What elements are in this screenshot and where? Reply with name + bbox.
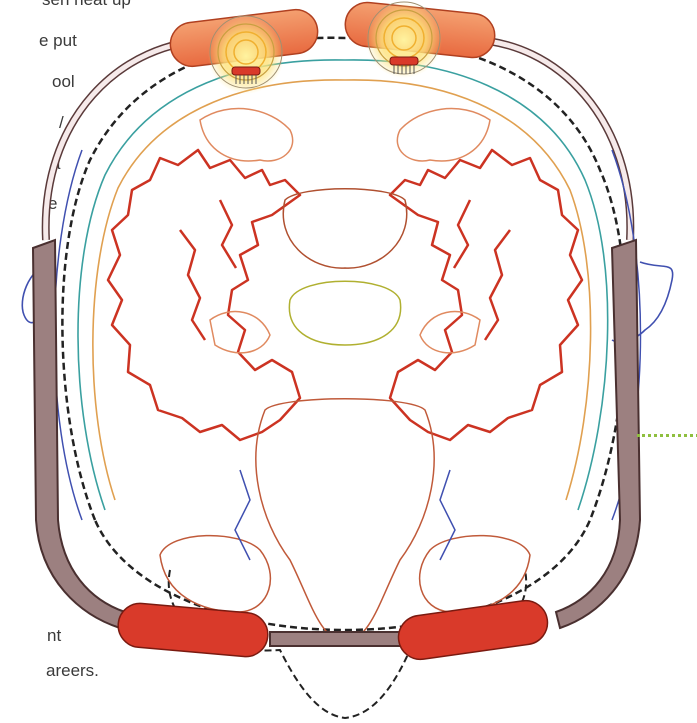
ultrasound-transducer-right-icon [366,2,442,78]
guide-dotted-line [637,434,697,437]
bottom-pads [116,598,550,662]
ultrasound-transducer-left-icon [208,16,284,94]
helmet-arch [46,40,631,240]
inner-structures [160,109,530,642]
helmet-side-bands [33,240,640,646]
brain-contour [108,150,582,440]
